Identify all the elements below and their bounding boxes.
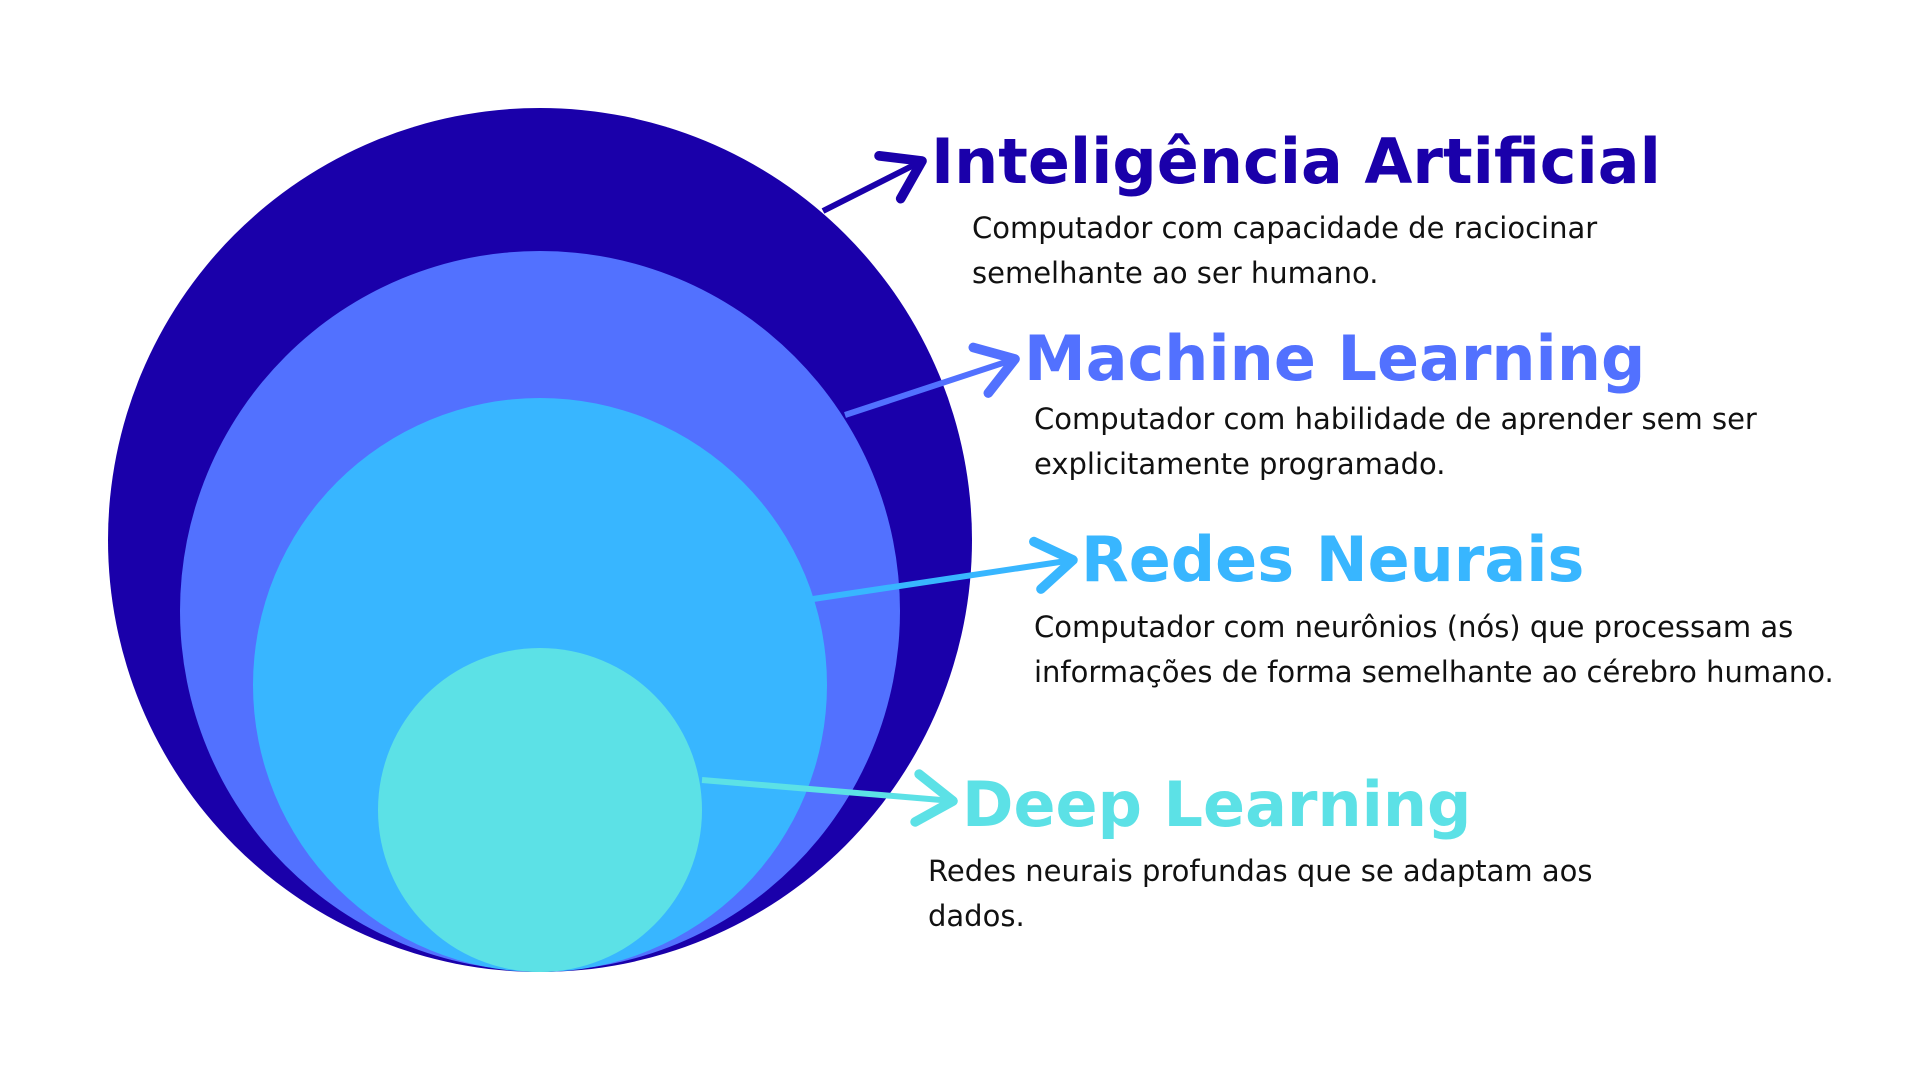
title-ml: Machine Learning [1024, 322, 1646, 395]
description-nn: Computador com neurônios (nós) que proce… [1034, 610, 1834, 689]
circle-dl [378, 648, 702, 972]
title-ai: Inteligência Artificial [931, 125, 1661, 198]
arrow-ai [821, 151, 927, 214]
arrow-ml [844, 342, 1020, 418]
arrow-dl [701, 769, 958, 827]
title-dl: Deep Learning [962, 768, 1472, 841]
description-dl: Redes neurais profundas que se adaptam a… [928, 854, 1593, 933]
arrow-nn [812, 536, 1078, 602]
description-ai: Computador com capacidade de raciocinar … [972, 211, 1598, 290]
description-ml: Computador com habilidade de aprender se… [1034, 402, 1757, 481]
title-nn: Redes Neurais [1081, 523, 1585, 596]
